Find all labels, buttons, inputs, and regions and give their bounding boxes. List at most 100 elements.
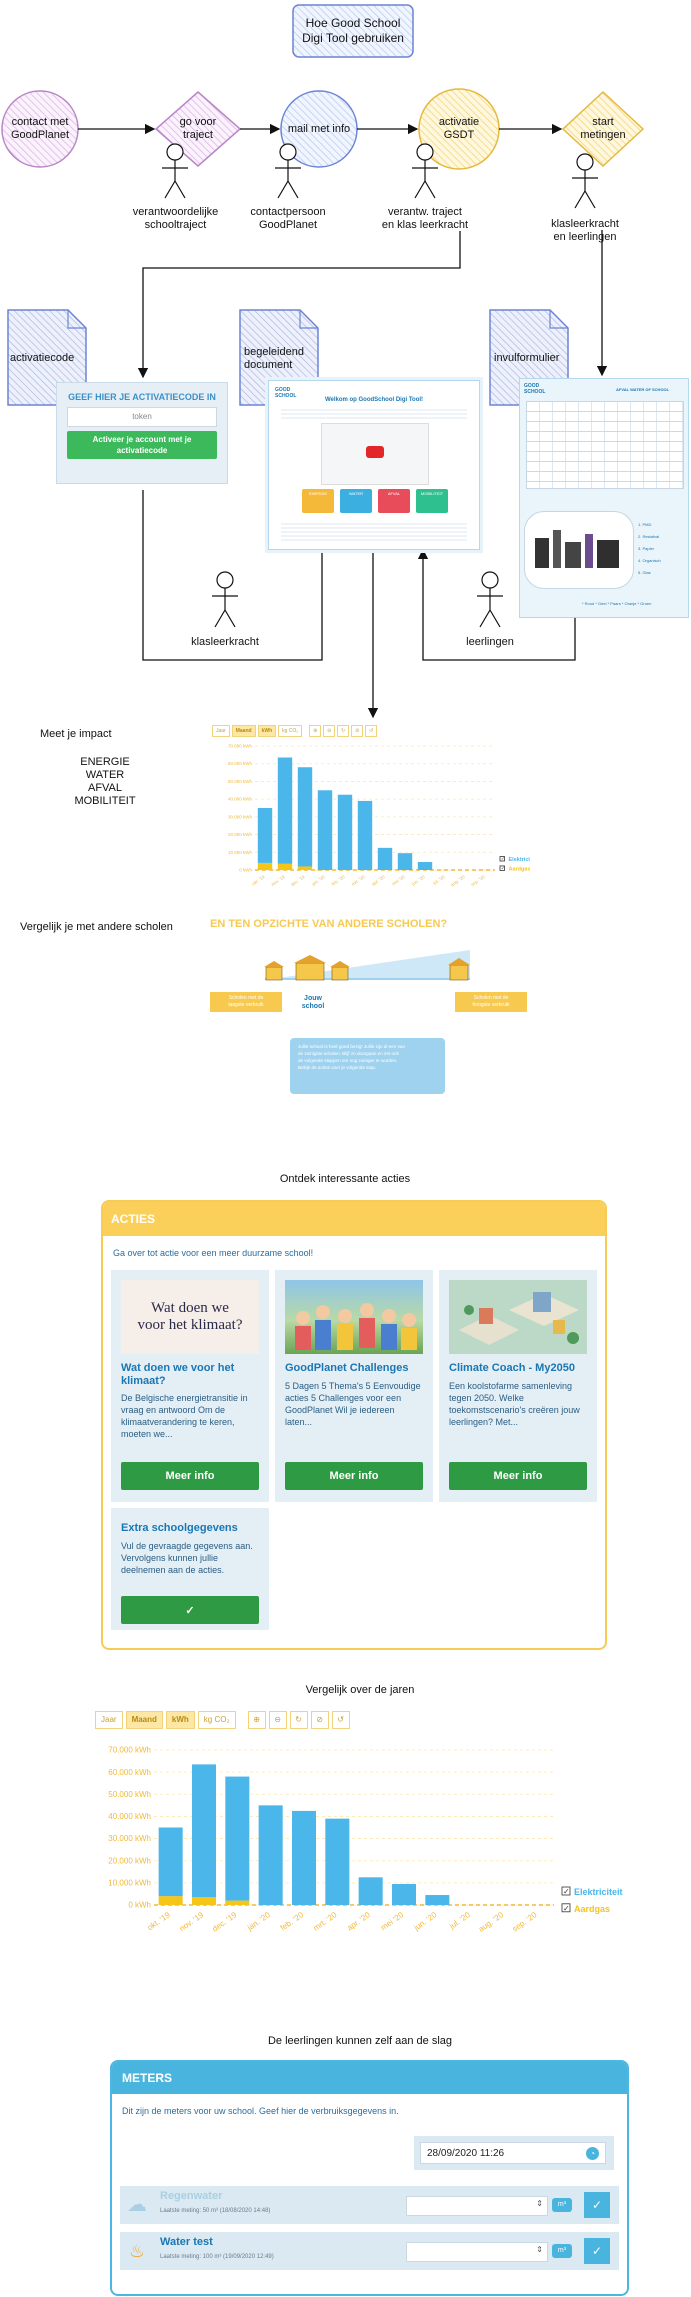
zoom-icon[interactable]: ↺ (331, 1711, 350, 1729)
x-tick-label: aug. '20 (477, 1910, 506, 1932)
welcome-body-lines (281, 521, 467, 543)
bar-elektriciteit (377, 847, 393, 870)
title-box (292, 4, 414, 58)
compare-wedge (264, 950, 470, 981)
y-tick-label: 50.000 kWh (108, 1790, 151, 1799)
y-tick-label: 10.000 kWh (228, 850, 253, 855)
tile-water[interactable]: WATER (340, 489, 372, 513)
bar-elektriciteit (397, 853, 413, 870)
node-label: mail met info (287, 122, 351, 135)
meer-info-button[interactable]: Meer info (121, 1462, 259, 1490)
save-reading-button[interactable]: ✓ (584, 2192, 610, 2218)
challenges-photo (285, 1280, 423, 1354)
bar-elektriciteit (325, 1818, 350, 1905)
tile-energie[interactable]: ENERGIE (302, 489, 334, 513)
school-building-icon (264, 961, 284, 981)
acties-intro: Ga over tot actie voor een meer duurzame… (113, 1248, 314, 1258)
check-button[interactable]: ✓ (121, 1596, 259, 1624)
y-tick-label: 70.000 kWh (108, 1746, 151, 1755)
action-title[interactable]: GoodPlanet Challenges (285, 1362, 409, 1374)
toolbar-button[interactable]: Jaar (212, 725, 230, 737)
date-input[interactable]: 28/09/2020 11:26 (420, 2142, 606, 2164)
zoom-icon[interactable]: ⊖ (268, 1711, 287, 1729)
meters-panel: METERS Dit zijn de meters voor uw school… (110, 2060, 629, 2296)
toolbar-button[interactable]: kWh (257, 725, 277, 737)
bar-elektriciteit (392, 1883, 416, 1905)
x-tick-label: aug. '20 (450, 874, 466, 887)
activation-heading: GEEF HIER JE ACTIVATIECODE IN (68, 392, 216, 402)
x-tick-label: nov. '19 (178, 1910, 206, 1932)
bar-elektriciteit (297, 767, 313, 867)
form-footer: * Rood * Geel * Paars * Oranje * Groen (582, 601, 652, 606)
legend-checkbox (561, 1886, 571, 1896)
toolbar-button[interactable]: kg CO₂ (197, 1711, 236, 1729)
form-labels: 1. PMD 2. Restafval 3. Papier 4. Organis… (638, 522, 661, 575)
action-title[interactable]: Climate Coach - My2050 (449, 1362, 575, 1374)
form-heading: AFVAL WATER OF SCHOOL (616, 387, 670, 392)
zoom-icon[interactable]: ↻ (337, 725, 350, 737)
welcome-video[interactable] (321, 423, 429, 485)
clock-icon[interactable]: ◔ (586, 2147, 599, 2160)
zoom-icon[interactable]: ⊘ (310, 1711, 329, 1729)
x-tick-label: dec. '19 (211, 1910, 239, 1932)
zoom-icon[interactable]: ↺ (365, 725, 378, 737)
bar-aardgas (277, 863, 293, 870)
save-reading-button[interactable]: ✓ (584, 2238, 610, 2264)
activate-button[interactable]: Activeer je account met je activatiecode (67, 431, 217, 459)
token-input[interactable]: token (67, 407, 217, 427)
actor-figure (477, 571, 503, 628)
x-tick-label: jan. '20 (310, 874, 326, 887)
action-card: GoodPlanet Challenges 5 Dagen 5 Thema's … (275, 1270, 433, 1502)
zoom-icon[interactable]: ⊕ (247, 1711, 266, 1729)
bar-aardgas (257, 862, 273, 870)
action-desc: 5 Dagen 5 Thema's 5 Eenvoudige acties 5 … (285, 1381, 421, 1427)
meter-value-input[interactable]: ⇕ (406, 2196, 548, 2216)
welcome-intro-lines (281, 407, 467, 421)
welcome-title: Welkom op GoodSchool Digi Tool! (324, 397, 424, 403)
y-tick-label: 0 kWh (128, 1901, 151, 1910)
legend-label: Elektriciteit (574, 1887, 623, 1897)
x-tick-label: mrt. '20 (351, 874, 366, 887)
zoom-icon[interactable]: ⊕ (309, 725, 322, 737)
action-title[interactable]: Wat doen we voor het klimaat? (121, 1362, 235, 1387)
actor-label: klasleerkracht (191, 636, 259, 648)
check-icon: ✓ (501, 856, 505, 861)
node-label: go voor traject (179, 116, 217, 141)
welcome-logo: GOOD SCHOOL (275, 387, 297, 399)
x-tick-label: okt. '19 (146, 1910, 173, 1932)
climate-image: Wat doen we voor het klimaat? (121, 1280, 259, 1354)
bar-aardgas (297, 866, 313, 870)
zoom-icon[interactable]: ↻ (289, 1711, 308, 1729)
actor-figure (572, 153, 598, 209)
toolbar-button[interactable]: Maand (231, 725, 256, 737)
toolbar-button[interactable]: kWh (165, 1711, 195, 1729)
bar-elektriciteit (358, 1877, 383, 1905)
bar-aardgas (225, 1900, 250, 1905)
meter-value-input[interactable]: ⇕ (406, 2242, 548, 2262)
y-tick-label: 50.000 kWh (228, 779, 253, 784)
action-title[interactable]: Extra schoolgegevens (121, 1522, 238, 1534)
zoom-icon[interactable]: ⊘ (351, 725, 364, 737)
node-label: contact met GoodPlanet (10, 116, 70, 141)
meer-info-button[interactable]: Meer info (285, 1462, 423, 1490)
zoom-icon[interactable]: ⊖ (323, 725, 336, 737)
form-table[interactable] (526, 401, 684, 489)
bar-elektriciteit (337, 794, 353, 870)
play-icon[interactable] (366, 446, 384, 458)
toolbar-button[interactable]: kg CO₂ (278, 725, 303, 737)
toolbar-button[interactable]: Jaar (95, 1711, 123, 1729)
x-tick-label: feb. '20 (331, 874, 346, 887)
x-tick-label: mrt. '20 (312, 1910, 339, 1932)
tile-mobiliteit[interactable]: MOBILITEIT (416, 489, 448, 513)
bins-image (524, 511, 634, 589)
tile-afval[interactable]: AFVAL (378, 489, 410, 513)
bar-elektriciteit (277, 757, 293, 864)
y-tick-label: 0 kWh (239, 868, 252, 873)
toolbar-button[interactable]: Maand (125, 1711, 163, 1729)
x-tick-label: okt. '19 (251, 874, 266, 887)
acties-panel: ACTIES Ga over tot actie voor een meer d… (101, 1200, 607, 1650)
meer-info-button[interactable]: Meer info (449, 1462, 587, 1490)
